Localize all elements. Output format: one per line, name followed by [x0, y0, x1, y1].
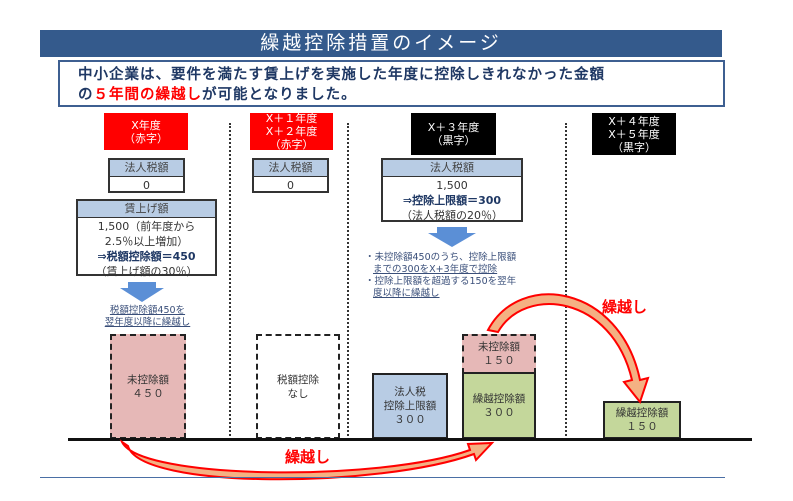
unused-credit-bar: 未控除額 ４５０: [110, 334, 186, 439]
wage-box: 賃上げ額 1,500（前年度から 2.5％以上増加） ⇒税額控除額＝450 （賃…: [76, 199, 217, 278]
subtitle-text: の: [78, 87, 94, 103]
x3-notes: ・未控除額450のうち、控除上限額 までの300をX+3年度で控除 ・控除上限額…: [365, 252, 550, 300]
tax-label: 法人税額: [383, 160, 521, 177]
down-arrow-icon: [120, 282, 164, 302]
header-text: （赤字）: [124, 131, 168, 145]
carryover-arrow-bottom: [119, 439, 495, 481]
bar-value: ３００: [483, 406, 515, 419]
note-line: 翌年度以降に繰越し: [104, 317, 191, 328]
carryover-arrow-top: [486, 293, 650, 405]
carryover-note: 税額控除額450を 翌年度以降に繰越し: [80, 305, 215, 329]
wage-result: ⇒税額控除額＝450: [97, 250, 196, 263]
bar-label: 控除上限額: [383, 400, 437, 412]
remaining-credit-bar: 未控除額 １５０: [462, 334, 536, 374]
header-text: X＋２年度: [265, 125, 318, 138]
bar-label: 税額控除: [277, 373, 319, 386]
bar-value: ４５０: [132, 387, 164, 400]
subtitle-line-1: 中小企業は、要件を満たす賃上げを実施した年度に控除しきれなかった金額: [78, 67, 605, 83]
tax-amount-box: 法人税額 0: [108, 158, 185, 193]
header-text: X＋４年度: [608, 114, 660, 128]
note-line: ・控除上限額を超過する150を翌年: [365, 276, 517, 287]
year-header-x4-x5: X＋４年度 X＋５年度 （黒字）: [592, 113, 676, 155]
header-text: X＋３年度: [427, 121, 480, 134]
carried-credit-bar: 繰越控除額 ３００: [462, 372, 536, 439]
footer-rule: [40, 477, 725, 478]
carryover-label: 繰越し: [602, 298, 648, 316]
subtitle-text: が可能となりました。: [202, 87, 357, 103]
header-text: X年度: [131, 118, 161, 132]
bar-label: 未控除額: [127, 373, 169, 386]
tax-limit-bar: 法人税 控除上限額 ３００: [372, 373, 448, 439]
bar-label: 繰越控除額: [472, 392, 526, 405]
limit-note: （法人税額の20％）: [401, 209, 503, 222]
tax-amount-box: 法人税額 0: [252, 158, 329, 193]
note-line: までの300をX+3年度で控除: [373, 264, 498, 275]
tax-value: 0: [143, 179, 150, 192]
tax-value: 1,500: [436, 179, 468, 192]
tax-label: 法人税額: [110, 160, 183, 177]
column-divider: [565, 123, 567, 440]
limit-result: ⇒控除上限額＝300: [402, 194, 502, 207]
year-header-x: X年度 （赤字）: [104, 113, 188, 150]
column-divider: [347, 123, 349, 440]
bar-value: ３００: [394, 414, 426, 426]
bar-value: １５０: [483, 355, 515, 367]
note-line: ・未控除額450のうち、控除上限額: [365, 252, 517, 263]
header-text: （赤字）: [269, 138, 314, 151]
bar-value: なし: [287, 387, 309, 400]
column-divider: [229, 123, 231, 440]
down-arrow-icon: [428, 227, 476, 247]
tax-label: 法人税額: [254, 160, 327, 177]
subtitle-highlight: ５年間の繰越し: [93, 87, 202, 103]
bar-label: 繰越控除額: [615, 407, 669, 419]
carryover-label: 繰越し: [285, 448, 331, 466]
year-header-x1-x2: X＋１年度 X＋２年度 （赤字）: [250, 112, 333, 151]
year-header-x3: X＋３年度 （黒字）: [411, 113, 496, 155]
note-line: 税額控除額450を: [109, 305, 186, 316]
header-text: X＋５年度: [608, 127, 660, 141]
tax-amount-box: 法人税額 1,500 ⇒控除上限額＝300 （法人税額の20％）: [381, 158, 523, 222]
wage-note: （賃上げ額の30％）: [95, 265, 198, 278]
bar-label: 法人税: [394, 386, 426, 398]
page-title: 繰越控除措置のイメージ: [40, 30, 722, 57]
note-line: 度以降に繰越し: [373, 288, 440, 299]
bar-label: 未控除額: [478, 341, 520, 353]
subtitle-box: 中小企業は、要件を満たす賃上げを実施した年度に控除しきれなかった金額 の５年間の…: [58, 60, 725, 107]
header-text: X＋１年度: [265, 112, 318, 125]
bar-value: １５０: [626, 421, 658, 433]
wage-line: 2.5％以上増加）: [104, 235, 189, 248]
wage-label: 賃上げ額: [78, 201, 215, 218]
tax-value: 0: [287, 179, 294, 192]
subtitle-line-2: の５年間の繰越しが可能となりました。: [78, 85, 705, 105]
header-text: （黒字）: [431, 134, 476, 147]
wage-line: 1,500（前年度から: [97, 220, 196, 233]
baseline: [68, 438, 752, 441]
header-text: （黒字）: [612, 140, 656, 154]
